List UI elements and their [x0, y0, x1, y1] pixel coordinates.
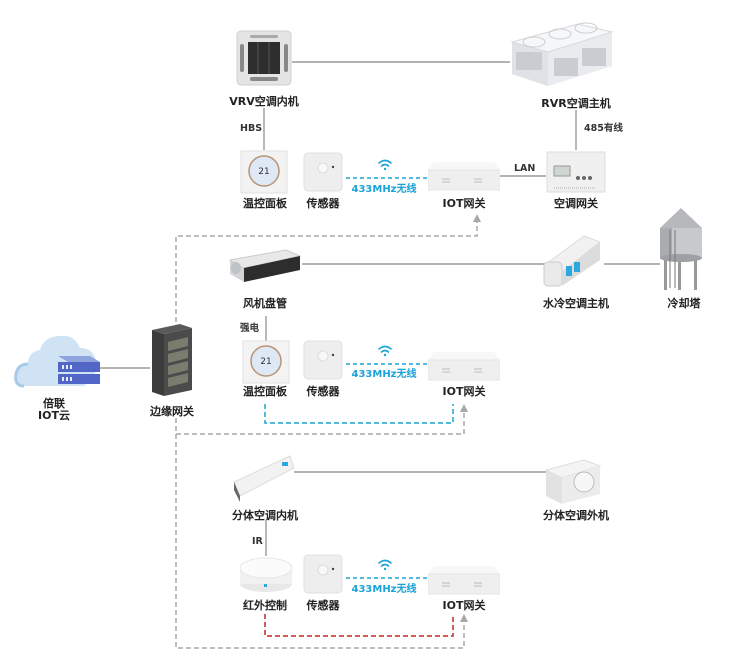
- water-chiller-icon: [543, 235, 602, 287]
- wifi-icon: [378, 159, 392, 171]
- motion-sensor-icon: [303, 340, 343, 380]
- cloud-server-icon: [14, 335, 100, 388]
- vrf-outdoor-unit-icon: [510, 22, 614, 86]
- thermostat-label: 温控面板: [243, 197, 287, 210]
- cassette-ac-icon: [236, 30, 292, 86]
- arrow-up-icon: [473, 214, 481, 222]
- motion-sensor-icon: [303, 554, 343, 594]
- ac-gateway-label: 空调网关: [554, 197, 598, 210]
- thermostat-label: 温控面板: [243, 385, 287, 398]
- vrv-indoor-label: VRV空调内机: [229, 95, 299, 108]
- hbs-link-label: HBS: [240, 123, 263, 134]
- motion-sensor-icon: [303, 152, 343, 192]
- edge-server-rack-icon: [152, 324, 192, 396]
- cooling-tower-icon: [660, 208, 702, 290]
- iot-gateway-device-icon: [428, 566, 500, 595]
- edge-backbone-to-gateway-2: [175, 412, 465, 435]
- sensor-label: 传感器: [306, 197, 340, 210]
- cloud-label-line1: 倍联: [43, 397, 65, 410]
- ir-controller-label: 红外控制: [243, 599, 287, 612]
- rvr-outdoor-label: RVR空调主机: [541, 97, 611, 110]
- iot-gateway-device-icon: [428, 352, 500, 381]
- edge-backbone-to-gateway-3: [175, 434, 465, 649]
- thermostat-icon: 21: [240, 150, 288, 194]
- split-ac-indoor-icon: [233, 455, 295, 502]
- edge-backbone-to-gateway-1: [175, 222, 478, 322]
- rs485-link-label: 485有线: [584, 123, 623, 134]
- iot-gateway-label: IOT网关: [442, 197, 486, 210]
- wireless-label: 433MHz无线: [351, 584, 417, 595]
- power-link-label: 强电: [240, 323, 260, 334]
- thermostat-icon: 21: [242, 340, 290, 384]
- cloud-label-line2: IOT云: [38, 409, 70, 422]
- ir-link-label: IR: [252, 536, 263, 547]
- arrow-up-icon: [460, 404, 468, 412]
- iot-gateway-label: IOT网关: [442, 385, 486, 398]
- iot-gateway-label: IOT网关: [442, 599, 486, 612]
- wireless-label: 433MHz无线: [351, 369, 417, 380]
- fan-coil-label: 风机盘管: [243, 297, 287, 310]
- thermostat-gateway-loop-2: [264, 404, 454, 424]
- svg-text:21: 21: [260, 357, 271, 367]
- chiller-label: 水冷空调主机: [543, 297, 609, 310]
- wifi-icon: [378, 559, 392, 571]
- split-ac-outdoor-icon: [544, 459, 602, 504]
- split-outdoor-label: 分体空调外机: [543, 509, 609, 522]
- fan-coil-unit-icon: [228, 249, 302, 282]
- sensor-label: 传感器: [306, 599, 340, 612]
- iot-gateway-device-icon: [428, 162, 500, 191]
- arrow-up-icon: [460, 614, 468, 622]
- ac-gateway-device-icon: [546, 151, 606, 193]
- ir-controller-icon: [239, 557, 293, 592]
- edge-gateway-label: 边缘网关: [150, 405, 194, 418]
- sensor-label: 传感器: [306, 385, 340, 398]
- svg-text:21: 21: [258, 167, 269, 177]
- split-indoor-label: 分体空调内机: [232, 509, 298, 522]
- ir-gateway-loop-3: [264, 614, 454, 637]
- cooling-tower-label: 冷却塔: [667, 297, 701, 310]
- wireless-label: 433MHz无线: [351, 184, 417, 195]
- lan-link-label: LAN: [514, 163, 536, 174]
- wifi-icon: [378, 345, 392, 357]
